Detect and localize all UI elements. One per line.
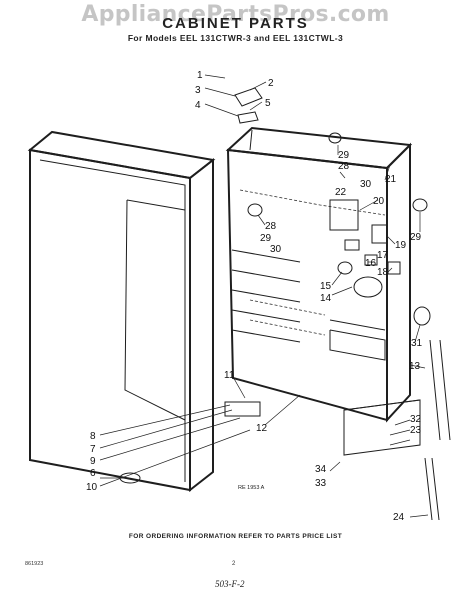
callout-2: 2	[268, 78, 274, 89]
callout-7: 7	[90, 444, 96, 455]
callout-22: 22	[335, 187, 347, 198]
leader-lines	[99, 74, 429, 518]
callout-28a: 28	[265, 221, 277, 232]
model-subtitle: For Models EEL 131CTWR-3 and EEL 131CTWL…	[127, 33, 344, 43]
callout-19: 19	[395, 240, 407, 251]
ordering-info-footer: FOR ORDERING INFORMATION REFER TO PARTS …	[128, 533, 343, 540]
callout-16: 16	[365, 258, 377, 269]
callout-30a: 30	[360, 179, 372, 190]
callout-1: 1	[197, 70, 203, 81]
callout-32: 32	[410, 414, 422, 425]
callout-28b: 28	[338, 161, 350, 172]
callout-24: 24	[393, 512, 405, 523]
callout-3: 3	[195, 85, 201, 96]
callout-23: 23	[410, 425, 422, 436]
outer-cabinet-shell	[27, 130, 216, 493]
callout-29b: 29	[260, 233, 272, 244]
callout-31: 31	[411, 338, 423, 349]
callout-9: 9	[90, 456, 96, 467]
callout-6: 6	[90, 468, 96, 479]
callout-11: 11	[224, 370, 235, 381]
callout-34: 34	[315, 464, 327, 475]
callout-20: 20	[373, 196, 385, 207]
drawing-reference: RE 1953 A	[238, 485, 265, 491]
control-components	[119, 87, 451, 521]
callout-29a: 29	[338, 150, 350, 161]
page-number: 2	[232, 561, 236, 567]
callout-17: 17	[377, 250, 389, 261]
callout-14: 14	[320, 293, 332, 304]
callout-numbers: 1 2 3 4 5 6 7 8 9 10 11 12 13 14 15 16 1…	[86, 70, 423, 523]
callout-15: 15	[320, 281, 332, 292]
part-number: 861923	[25, 561, 44, 567]
callout-33: 33	[315, 478, 327, 489]
callout-21: 21	[385, 174, 397, 185]
callout-5: 5	[265, 98, 271, 109]
watermark: AppliancePartsPros.com	[81, 2, 390, 27]
callout-10: 10	[86, 482, 98, 493]
callout-29c: 29	[410, 232, 422, 243]
callout-30b: 30	[270, 244, 282, 255]
callout-12: 12	[256, 423, 268, 434]
callout-18: 18	[377, 267, 389, 278]
handwritten-note: 503-F-2	[215, 579, 245, 589]
callout-4: 4	[195, 100, 201, 111]
callout-13: 13	[409, 361, 421, 372]
page-title: CABINET PARTS	[162, 15, 309, 32]
callout-8: 8	[90, 431, 96, 442]
cabinet-liner	[225, 126, 413, 423]
